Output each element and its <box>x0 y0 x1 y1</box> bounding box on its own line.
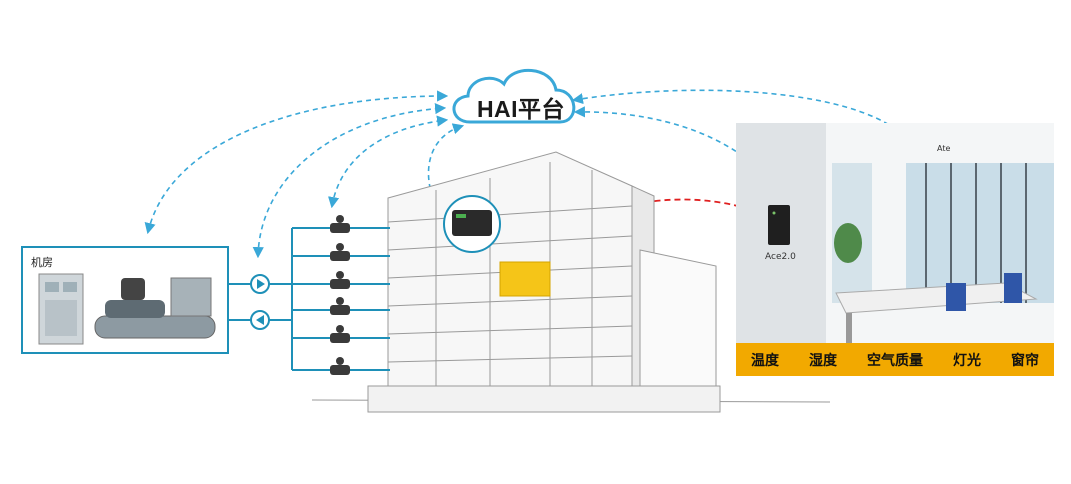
feature-lighting: 灯光 <box>953 352 981 369</box>
machine-room: 机房 <box>21 246 229 354</box>
valve-icon <box>330 243 350 261</box>
office-photo <box>736 123 1054 376</box>
feature-temperature: 温度 <box>751 352 779 369</box>
pump-icon <box>250 274 270 294</box>
valve-icon <box>330 215 350 233</box>
pipes <box>229 227 390 371</box>
feature-curtain: 窗帘 <box>1011 352 1039 369</box>
pump-icon <box>250 310 270 330</box>
valve-icons <box>330 215 350 375</box>
highlighted-room <box>499 261 551 297</box>
platform-label: HAI平台 <box>476 96 566 122</box>
machine-room-label: 机房 <box>31 256 53 269</box>
panel-label: Ace2.0 <box>765 252 796 262</box>
feature-bar: 温度 湿度 空气质量 灯光 窗帘 <box>736 343 1054 376</box>
office-scene <box>736 123 1054 376</box>
valve-icon <box>330 357 350 375</box>
sensor-label: Ate <box>937 144 951 153</box>
feature-humidity: 湿度 <box>809 352 837 369</box>
valve-icon <box>330 325 350 343</box>
ace-panel-icon <box>768 205 790 245</box>
valve-icon <box>330 271 350 289</box>
chiller-icon <box>38 273 216 345</box>
controller-icon <box>443 195 501 253</box>
feature-air-quality: 空气质量 <box>867 352 923 369</box>
valve-icon <box>330 297 350 315</box>
